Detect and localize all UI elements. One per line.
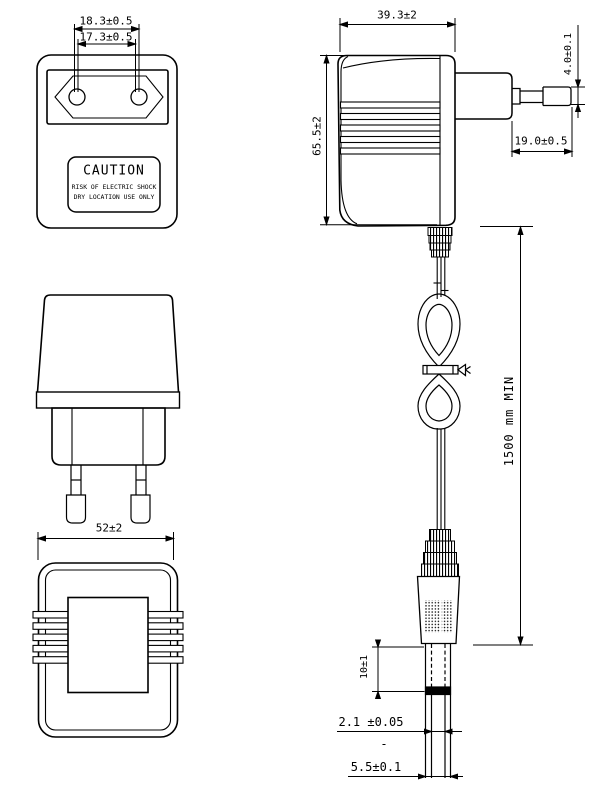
pin-collar — [512, 87, 521, 105]
dimension-inner-diameter — [337, 728, 462, 735]
dimension-cable-length — [473, 225, 533, 647]
plug-pin-right — [130, 465, 151, 524]
dimension-outer-diameter — [348, 773, 463, 780]
cable-tie-tail — [456, 363, 467, 377]
plug-pin-left — [65, 465, 87, 524]
barrel — [424, 643, 452, 778]
dimension-pin-length — [510, 107, 574, 157]
dim-barrel-inner-diameter: 2.1 ±0.05 — [338, 715, 404, 729]
dimension-pin-diameter — [571, 25, 585, 118]
cable-lower — [436, 428, 446, 530]
dimension-pin-spacing — [72, 24, 141, 92]
dim-body-depth: 52±2 — [95, 521, 123, 535]
caution-line2: DRY LOCATION USE ONLY — [73, 192, 155, 201]
bottom-view — [32, 562, 184, 738]
cable-knot — [417, 293, 471, 430]
dim-cable-length: 1500 mm MIN — [502, 375, 516, 467]
dimension-body-depth — [36, 532, 176, 560]
dim-body-width: 39.3±2 — [377, 8, 417, 22]
plug-base-side — [455, 72, 513, 120]
insulator-band — [424, 686, 452, 696]
plug-pin-side — [520, 86, 572, 107]
caution-title: CAUTION — [83, 163, 145, 179]
side-ribs — [339, 101, 441, 155]
caution-line1: RISK OF ELECTRIC SHOCK — [71, 182, 157, 191]
side-view — [35, 294, 181, 524]
dim-barrel-length: 10±1 — [359, 654, 370, 680]
right-side-view — [337, 54, 572, 227]
dim-pin-diameter: 4.0±0.1 — [563, 32, 574, 76]
dim-barrel-outer-diameter: 5.5±0.1 — [350, 760, 402, 774]
transformer-core — [67, 596, 149, 694]
dimension-barrel-length — [372, 639, 425, 699]
cable-upper — [433, 257, 449, 299]
dim-pin-spacing-outer: 18.3±0.5 — [79, 14, 133, 28]
front-view — [36, 54, 178, 229]
dim-separator: - — [380, 737, 388, 751]
body-band — [35, 391, 181, 409]
strain-relief — [427, 227, 453, 258]
knurl-texture — [424, 600, 453, 633]
dim-body-height: 65.5±2 — [310, 116, 324, 156]
pin-hole-left — [68, 88, 86, 106]
dimension-body-height — [320, 53, 437, 227]
dimension-body-width — [338, 18, 457, 52]
caution-label-outline — [67, 156, 161, 213]
top-dome-line — [342, 57, 441, 69]
socket-recess — [54, 75, 164, 119]
dc-connector — [416, 529, 461, 778]
dim-pin-length: 19.0±0.5 — [514, 134, 568, 148]
dim-pin-spacing-inner: 17.3±0.5 — [79, 30, 133, 44]
plug-base — [51, 407, 166, 466]
